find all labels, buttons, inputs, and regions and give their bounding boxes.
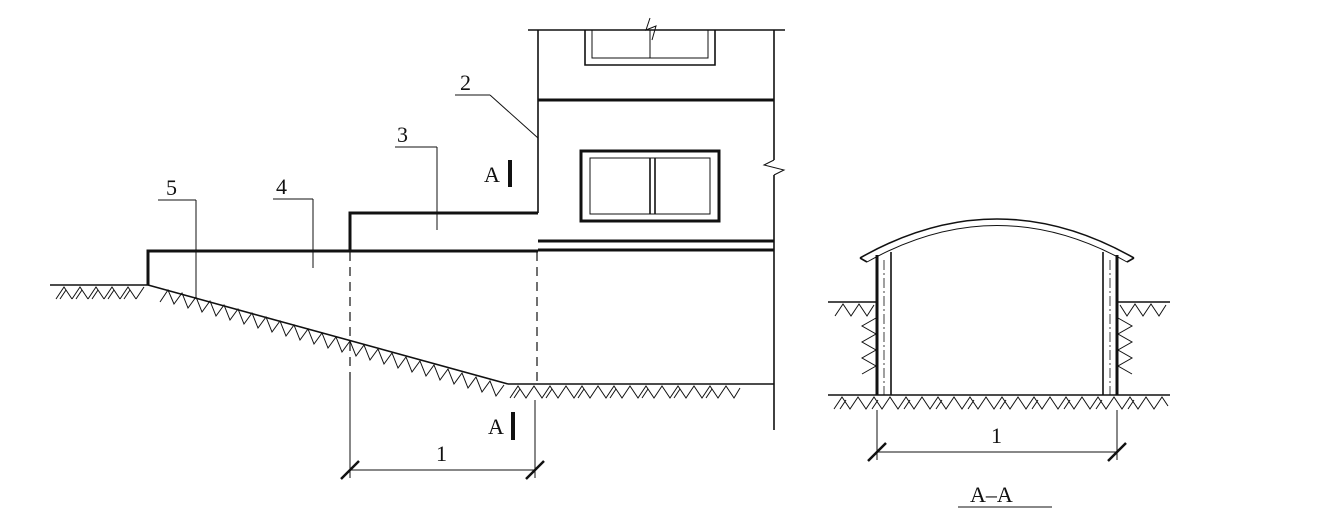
dim-tick-right xyxy=(525,460,545,480)
ground-hatch-left-side xyxy=(834,303,878,375)
slope-line xyxy=(147,284,509,385)
ground-hatch-left xyxy=(55,286,145,300)
roof-end-left xyxy=(859,257,868,263)
callout-3-label: 3 xyxy=(397,122,408,147)
break-mark-right xyxy=(762,159,786,176)
elevation-view: 2 3 4 5 xyxy=(50,17,786,480)
section-mark-top-label: A xyxy=(484,162,500,187)
middle-window xyxy=(579,149,721,223)
dim-tick-left xyxy=(340,460,360,480)
callout-5-label: 5 xyxy=(166,175,177,200)
section-view: 1 A–A xyxy=(828,218,1170,508)
roof-arch-outer xyxy=(859,218,1135,259)
step-outline xyxy=(348,211,538,250)
upper-window xyxy=(584,17,716,66)
callout-4-label: 4 xyxy=(276,174,287,199)
break-mark-top xyxy=(645,17,657,41)
left-wall xyxy=(875,252,892,395)
slope-hatch xyxy=(159,288,505,398)
right-wall xyxy=(1102,252,1119,395)
section-dimension-label: 1 xyxy=(991,423,1002,448)
roof-end-right xyxy=(1126,257,1135,263)
section-dim-tick-left xyxy=(867,442,887,462)
callout-2-label: 2 xyxy=(460,70,471,95)
roof-arch-inner xyxy=(866,225,1128,263)
floor-hatch xyxy=(833,396,1169,410)
section-mark-bottom-label: A xyxy=(488,414,504,439)
ramp-slab-outline xyxy=(146,249,538,285)
section-title: A–A xyxy=(970,482,1013,507)
base-ground-hatch xyxy=(509,385,741,399)
dimension-label: 1 xyxy=(436,441,447,466)
callout-2-leader xyxy=(489,94,539,139)
ground-hatch-right-side xyxy=(1116,303,1167,375)
section-dim-tick-right xyxy=(1107,442,1127,462)
